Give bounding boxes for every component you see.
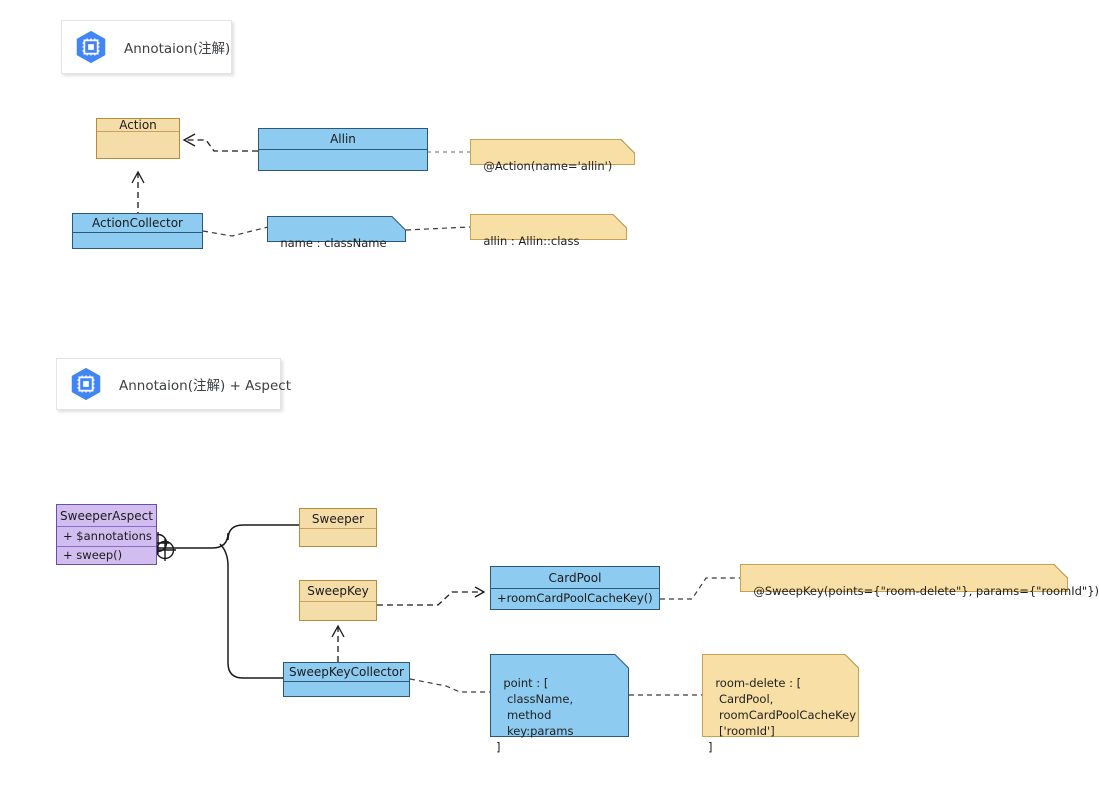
uml-class-allin-body: [259, 149, 427, 170]
uml-class-sweeper-body: [300, 528, 376, 546]
relation-sweeperaspect-tree: [157, 524, 299, 679]
note-fold-line-icon: [619, 139, 635, 155]
section-header-annotation[interactable]: Annotaion(注解): [61, 20, 232, 74]
chip-hexagon-icon: [76, 30, 106, 64]
uml-class-sweepkey[interactable]: SweepKey: [299, 580, 377, 621]
uml-class-sweepkeycollector-body: [284, 681, 409, 696]
note-fold-line-icon: [390, 216, 406, 232]
uml-class-sweeperaspect-member-0: + $annotations: [57, 526, 156, 546]
note-room-delete[interactable]: room-delete : [ CardPool, roomCardPoolCa…: [702, 654, 859, 754]
note-sweepkey-annotation[interactable]: @SweepKey(points={"room-delete"}, params…: [740, 564, 1099, 598]
note-fold-line-icon: [611, 214, 627, 230]
relation-cardpool-to-sweepkey-note: [660, 577, 740, 600]
uml-class-sweeperaspect[interactable]: SweeperAspect + $annotations + sweep(): [56, 504, 157, 565]
uml-class-actioncollector[interactable]: ActionCollector: [72, 213, 203, 249]
uml-class-sweepkey-title: SweepKey: [307, 584, 369, 598]
uml-class-actioncollector-title: ActionCollector: [92, 216, 183, 230]
section-header-label: Annotaion(注解) + Aspect: [119, 378, 292, 394]
uml-class-actioncollector-body: [73, 232, 202, 248]
note-room-delete-text: room-delete : [ CardPool, roomCardPoolCa…: [708, 676, 857, 754]
uml-class-sweepkey-body: [300, 601, 376, 620]
note-sweepkey-annotation-text: @SweepKey(points={"room-delete"}, params…: [753, 584, 1099, 598]
relation-allin-to-action: [182, 133, 258, 152]
note-name-classname-text: name : className: [280, 236, 387, 250]
note-allin-class[interactable]: allin : Allin::class: [470, 214, 627, 248]
uml-class-action[interactable]: Action: [96, 118, 180, 159]
uml-class-sweepkeycollector[interactable]: SweepKeyCollector: [283, 662, 410, 697]
uml-class-cardpool-title: CardPool: [548, 570, 602, 585]
relation-actioncollector-to-name-note: [202, 226, 269, 237]
note-action-annotation-text: @Action(name='allin'): [483, 159, 613, 173]
note-name-classname[interactable]: name : className: [267, 216, 406, 250]
uml-class-sweepkeycollector-title: SweepKeyCollector: [289, 665, 404, 679]
uml-class-cardpool[interactable]: CardPool +roomCardPoolCacheKey(): [490, 566, 660, 610]
uml-class-allin-title: Allin: [330, 132, 356, 146]
uml-class-sweeper[interactable]: Sweeper: [299, 508, 377, 547]
note-action-annotation[interactable]: @Action(name='allin'): [470, 139, 635, 173]
uml-class-sweeper-title: Sweeper: [311, 511, 365, 526]
relation-name-note-to-allin-note: [405, 226, 471, 231]
note-allin-class-text: allin : Allin::class: [483, 234, 580, 248]
relation-sweepkey-to-cardpool: [377, 586, 486, 606]
note-fold-line-icon: [1052, 564, 1068, 580]
relation-sweepkeycollector-to-point-note: [409, 678, 490, 693]
chip-hexagon-icon: [71, 367, 101, 401]
section-header-annotation-aspect[interactable]: Annotaion(注解) + Aspect: [56, 358, 291, 410]
note-fold-line-icon: [613, 654, 629, 670]
note-fold-line-icon: [843, 654, 859, 670]
note-point[interactable]: point : [ className, method key:params ]: [490, 654, 629, 754]
uml-class-sweeperaspect-title: SweeperAspect: [60, 508, 153, 523]
uml-class-allin[interactable]: Allin: [258, 128, 428, 171]
section-header-label: Annotaion(注解): [124, 41, 231, 57]
uml-class-action-body: [97, 131, 179, 158]
uml-class-action-title: Action: [119, 118, 157, 132]
note-point-text: point : [ className, method key:params ]: [496, 676, 574, 754]
uml-class-cardpool-member-0: +roomCardPoolCacheKey(): [491, 588, 659, 609]
uml-class-sweeperaspect-member-1: + sweep(): [57, 546, 156, 564]
